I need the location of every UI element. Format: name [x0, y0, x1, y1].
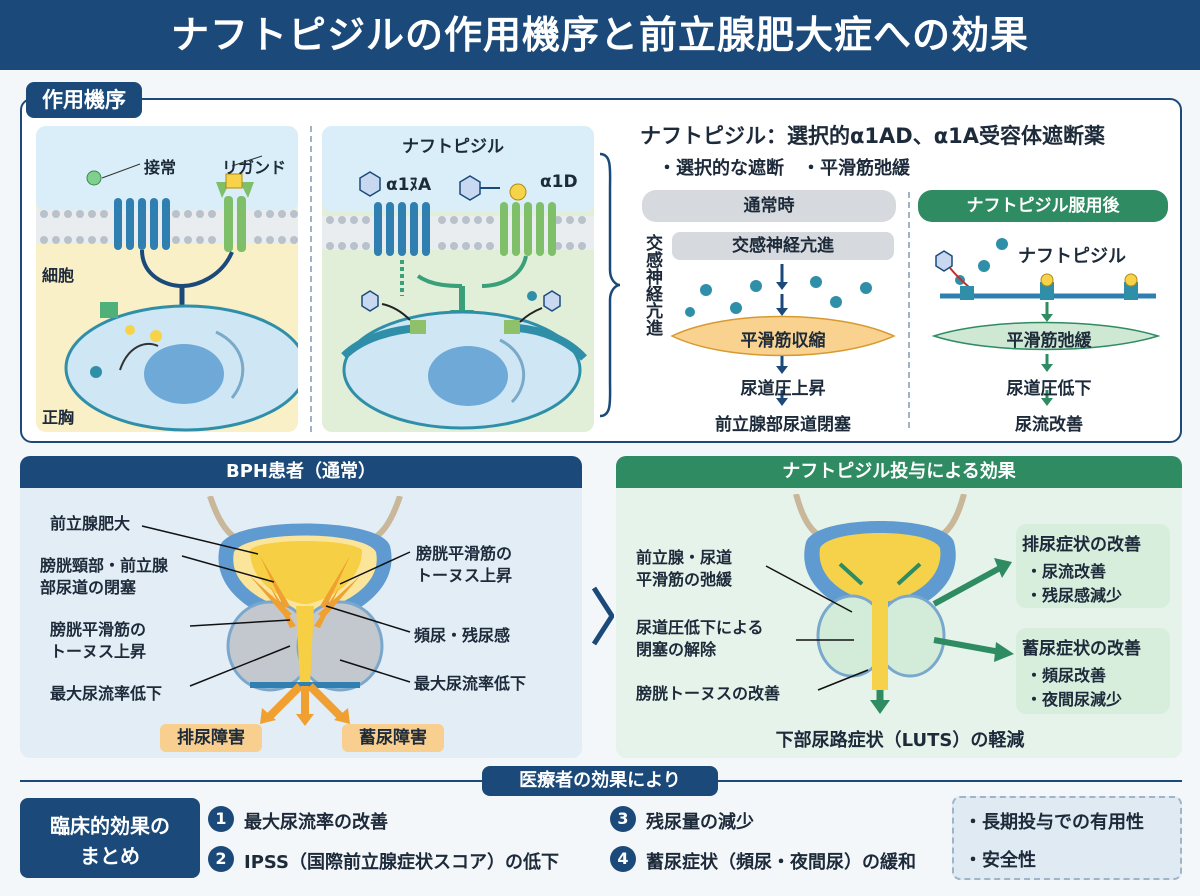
normal-cell-illustration: [36, 126, 308, 432]
summary-item-2-text: IPSS（国際前立腺症状スコア）の低下: [244, 852, 560, 873]
summary-item-1-number: 1: [208, 806, 234, 832]
after-flow: 尿流改善: [1015, 415, 1083, 435]
after-pressure: 尿道圧低下: [1006, 379, 1092, 399]
alpha-right-label: α1D: [540, 172, 578, 192]
alpha-left-label: α1ﾇA: [386, 175, 432, 195]
bph-header: BPH患者（通常）: [20, 456, 582, 488]
after-header: ナフトピジル服用後: [918, 190, 1168, 222]
normal-sympathetic: 交感神経亢進: [672, 232, 894, 260]
voiding-improvement-box: [1016, 524, 1170, 608]
storage-improvement-box: [1016, 628, 1170, 714]
effect-label-relax-2: 平滑筋の弛緩: [636, 570, 733, 589]
tag-storage-disorder: 蓄尿障害: [342, 724, 444, 752]
storage-box-title: 蓄尿症状の改善: [1022, 639, 1141, 659]
column-divider: [908, 192, 910, 428]
after-drug-label: ナフトピジル: [1018, 246, 1126, 267]
after-flow-graphic: [920, 226, 1170, 436]
brace-icon: [598, 150, 622, 420]
tag-voiding-disorder: 排尿障害: [160, 724, 262, 752]
bph-label-enlargement: 前立腺肥大: [50, 514, 131, 533]
summary-item-4-text: 蓄尿症状（頻尿・夜間尿）の緩和: [646, 852, 916, 873]
bph-bladder-illustration: [190, 495, 420, 726]
panel-divider: [310, 126, 312, 432]
mechanism-heading: ナフトピジル：選択的α1AD、α1A受容体遮断薬: [640, 124, 1106, 148]
effect-label-release-2: 閉塞の解除: [636, 640, 717, 659]
label-bottom: 正胸: [42, 408, 75, 427]
drug-cell-illustration: [322, 126, 594, 432]
voiding-box-title: 排尿症状の改善: [1022, 535, 1141, 555]
summary-item-3-number: 3: [610, 806, 636, 832]
bph-label-tone-left-2: トーヌス上昇: [50, 642, 147, 661]
transition-arrow-icon: [590, 586, 615, 646]
normal-vertical-label: 交感神経亢進: [642, 234, 662, 336]
effect-footer: 下部尿路症状（LUTS）の軽減: [775, 730, 1025, 751]
normal-pressure: 尿道圧上昇: [740, 379, 826, 399]
normal-flow-graphic: [666, 260, 900, 440]
effect-label-tone: 膀胱トーヌスの改善: [636, 684, 781, 703]
drug-label: ナフトピジル: [402, 137, 504, 157]
summary-item-2-number: 2: [208, 846, 234, 872]
normal-header: 通常時: [642, 190, 896, 222]
page-title: ナフトピジルの作用機序と前立腺肥大症への効果: [0, 0, 1200, 70]
voiding-box-item-1: ・尿流改善: [1026, 562, 1107, 581]
label-ligand: リガンド: [222, 158, 287, 177]
summary-item-4-number: 4: [610, 846, 636, 872]
summary-side-box: [952, 796, 1182, 880]
summary-banner: 医療者の効果により: [482, 766, 718, 796]
summary-side-item-1: ・長期投与での有用性: [964, 812, 1144, 833]
storage-box-item-2: ・夜間尿減少: [1026, 690, 1123, 709]
summary-item-3-text: 残尿量の減少: [646, 812, 754, 833]
effect-label-relax-1: 前立腺・尿道: [636, 548, 733, 567]
label-cell: 細胞: [42, 266, 75, 285]
bph-label-neck-1: 膀胱頸部・前立腺: [40, 556, 169, 575]
bph-pointer-lines: [20, 496, 582, 726]
summary-side-item-2: ・安全性: [964, 850, 1036, 871]
bph-label-frequency: 頻尿・残尿感: [414, 626, 511, 645]
bph-label-tone-right-1: 膀胱平滑筋の: [416, 544, 513, 563]
summary-label-line-1: 臨床的効果の: [50, 814, 170, 838]
mechanism-section-label: 作用機序: [26, 82, 142, 118]
bph-label-max-flow-left: 最大尿流率低下: [50, 684, 163, 703]
effect-bladder-illustration: [780, 493, 980, 714]
label-contact: 接常: [144, 158, 177, 177]
summary-label-line-2: まとめ: [80, 844, 140, 868]
effect-pointer-lines: [616, 494, 1182, 714]
effect-header: ナフトピジル投与による効果: [616, 456, 1182, 488]
voiding-box-item-2: ・残尿感減少: [1026, 586, 1123, 605]
storage-box-item-1: ・頻尿改善: [1026, 666, 1107, 685]
bph-label-tone-right-2: トーヌス上昇: [416, 566, 513, 585]
bph-label-max-flow-right: 最大尿流率低下: [414, 674, 527, 693]
normal-occlusion: 前立腺部尿道閉塞: [715, 415, 851, 435]
after-smooth: 平滑筋弛緩: [1006, 331, 1092, 351]
bph-label-tone-left-1: 膀胱平滑筋の: [50, 620, 147, 639]
effect-label-release-1: 尿道圧低下による: [636, 618, 764, 637]
mechanism-bullets: ・選択的な遮断 ・平滑筋弛緩: [658, 158, 910, 179]
summary-label-box: [20, 798, 200, 878]
bph-label-neck-2: 部尿道の閉塞: [40, 578, 137, 597]
normal-smooth: 平滑筋収縮: [740, 331, 826, 351]
summary-item-1-text: 最大尿流率の改善: [244, 812, 388, 833]
